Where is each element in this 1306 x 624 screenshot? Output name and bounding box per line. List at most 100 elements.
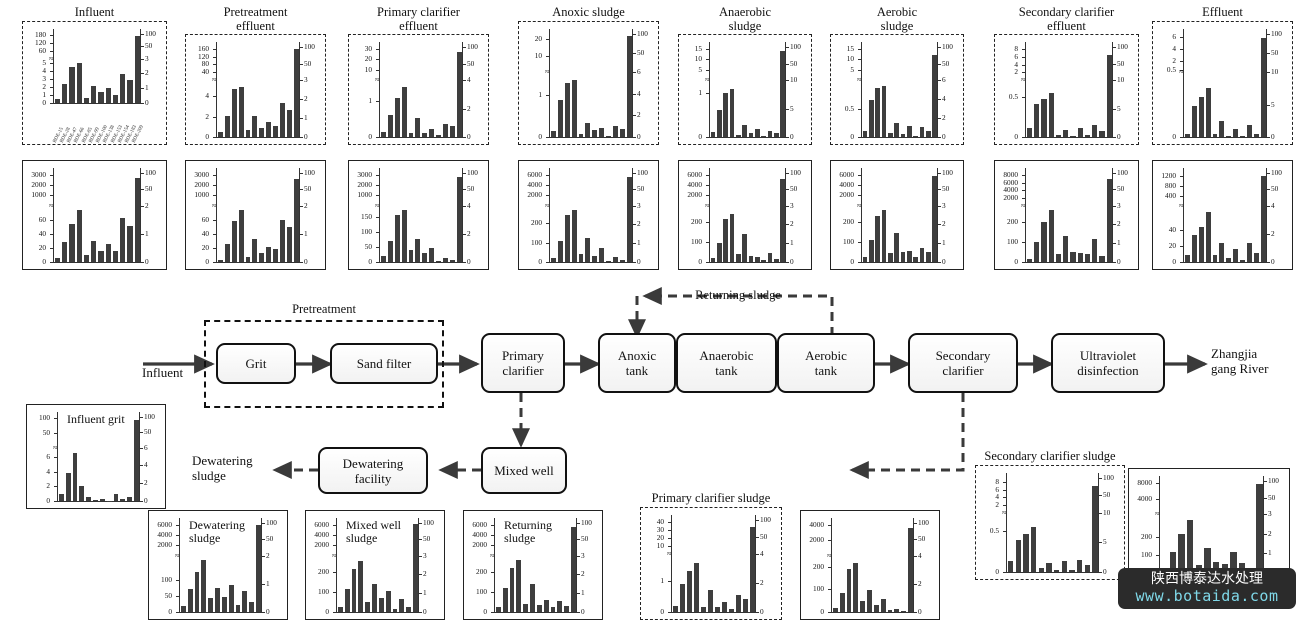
axis-tick-mark — [49, 219, 53, 221]
axis-tick-mark — [827, 589, 831, 591]
axis-tick-label: 200 — [476, 567, 487, 577]
axis-tick-label: 2 — [46, 481, 50, 491]
bar — [735, 595, 741, 612]
axis-tick-label: 100 — [266, 518, 277, 527]
axis-tick-label: 2 — [205, 111, 209, 121]
y-axis-left — [1006, 473, 1008, 572]
node-secondary-clarifier[interactable]: Secondary clarifier — [908, 333, 1018, 393]
axis-tick-mark — [462, 262, 466, 263]
y-axis-right — [1266, 29, 1268, 137]
axis-tick-label: 20 — [656, 532, 664, 542]
chart-plot-area: 010020040008000012350100≈≈ — [1129, 469, 1289, 579]
node-aerobic-tank[interactable]: Aerobic tank — [777, 333, 875, 393]
axis-tick-label: 0 — [918, 607, 922, 616]
axis-tick-mark — [785, 173, 789, 174]
bar — [1034, 241, 1040, 262]
node-mixed-well[interactable]: Mixed well — [481, 447, 567, 494]
axis-tick-mark — [1002, 481, 1006, 483]
axis-tick-mark — [632, 224, 636, 226]
axis-tick-mark — [212, 137, 216, 138]
dewatering-sludge-label: Dewatering sludge — [192, 453, 253, 483]
axis-tick-label: 0 — [1014, 257, 1018, 266]
axis-tick-label: 100 — [1103, 473, 1114, 482]
axis-tick-mark — [299, 63, 303, 65]
bar — [1221, 563, 1228, 572]
axis-tick-label: 0 — [942, 257, 946, 266]
bar — [894, 122, 899, 137]
y-axis-left — [216, 42, 218, 137]
axis-tick-label: 4000 — [839, 179, 854, 189]
x-axis-baseline — [549, 262, 632, 264]
axis-tick-label: 50 — [467, 184, 475, 194]
bar — [1191, 235, 1197, 262]
bar — [337, 607, 343, 612]
bar — [134, 178, 140, 262]
axis-tick-label: 0 — [205, 257, 209, 266]
bar — [385, 590, 391, 612]
bar — [761, 136, 766, 138]
bar — [105, 244, 111, 262]
axis-tick-mark — [49, 43, 53, 45]
axis-tick-mark — [1263, 533, 1267, 535]
axis-tick-mark — [462, 108, 466, 110]
bar — [273, 126, 279, 137]
node-uv-disinfection[interactable]: Ultraviolet disinfection — [1051, 333, 1165, 393]
axis-tick-mark — [53, 471, 57, 473]
axis-tick-label: 0.5 — [989, 525, 999, 535]
axis-tick-label: 0 — [760, 607, 764, 616]
bar — [717, 243, 722, 262]
node-anoxic-tank[interactable]: Anoxic tank — [598, 333, 676, 393]
bar — [112, 95, 119, 103]
bar — [728, 608, 734, 612]
bar — [1205, 88, 1211, 137]
bar — [387, 114, 393, 137]
bar — [365, 602, 371, 612]
node-primary-clarifier[interactable]: Primary clarifier — [481, 333, 565, 393]
axis-tick-mark — [632, 262, 636, 263]
y-axis-left — [1183, 168, 1185, 262]
axis-tick-mark — [937, 243, 941, 245]
axis-tick-label: 2 — [581, 569, 585, 579]
axis-tick-label: 50 — [1271, 48, 1279, 58]
axis-tick-mark — [490, 592, 494, 594]
bar — [106, 500, 112, 502]
axis-tick-label: 0 — [368, 132, 372, 141]
axis-break-icon: ≈ — [545, 67, 550, 77]
bar — [413, 524, 418, 612]
x-axis-baseline — [549, 137, 632, 139]
node-anaerobic-tank[interactable]: Anaerobic tank — [676, 333, 777, 393]
axis-tick-mark — [212, 48, 216, 50]
bar — [1092, 238, 1098, 262]
node-grit[interactable]: Grit — [216, 343, 296, 384]
bar — [578, 253, 584, 262]
axis-tick-mark — [913, 583, 917, 585]
axis-break-icon: ≈ — [212, 200, 217, 210]
bar — [1030, 526, 1037, 572]
bar — [387, 240, 393, 262]
x-axis-baseline — [494, 612, 576, 614]
axis-tick-label: 6 — [1014, 51, 1018, 61]
bar — [1026, 128, 1033, 137]
axis-tick-mark — [632, 53, 636, 55]
bar — [1247, 242, 1253, 262]
axis-tick-mark — [299, 99, 303, 100]
axis-tick-label: 2 — [790, 219, 794, 229]
axis-tick-mark — [545, 184, 549, 186]
axis-tick-label: 3 — [790, 200, 794, 210]
x-axis-baseline — [1006, 572, 1098, 574]
bar — [287, 109, 292, 137]
bar — [571, 79, 577, 137]
axis-tick-mark — [1179, 137, 1183, 138]
bar — [54, 258, 61, 262]
bar — [926, 252, 931, 262]
axis-tick-label: 0 — [1014, 132, 1018, 141]
axis-tick-label: 6000 — [314, 520, 329, 530]
node-dewatering-facility[interactable]: Dewatering facility — [318, 447, 428, 494]
bar — [1007, 561, 1014, 572]
node-sand-filter[interactable]: Sand filter — [330, 343, 438, 384]
axis-tick-mark — [1021, 64, 1025, 66]
